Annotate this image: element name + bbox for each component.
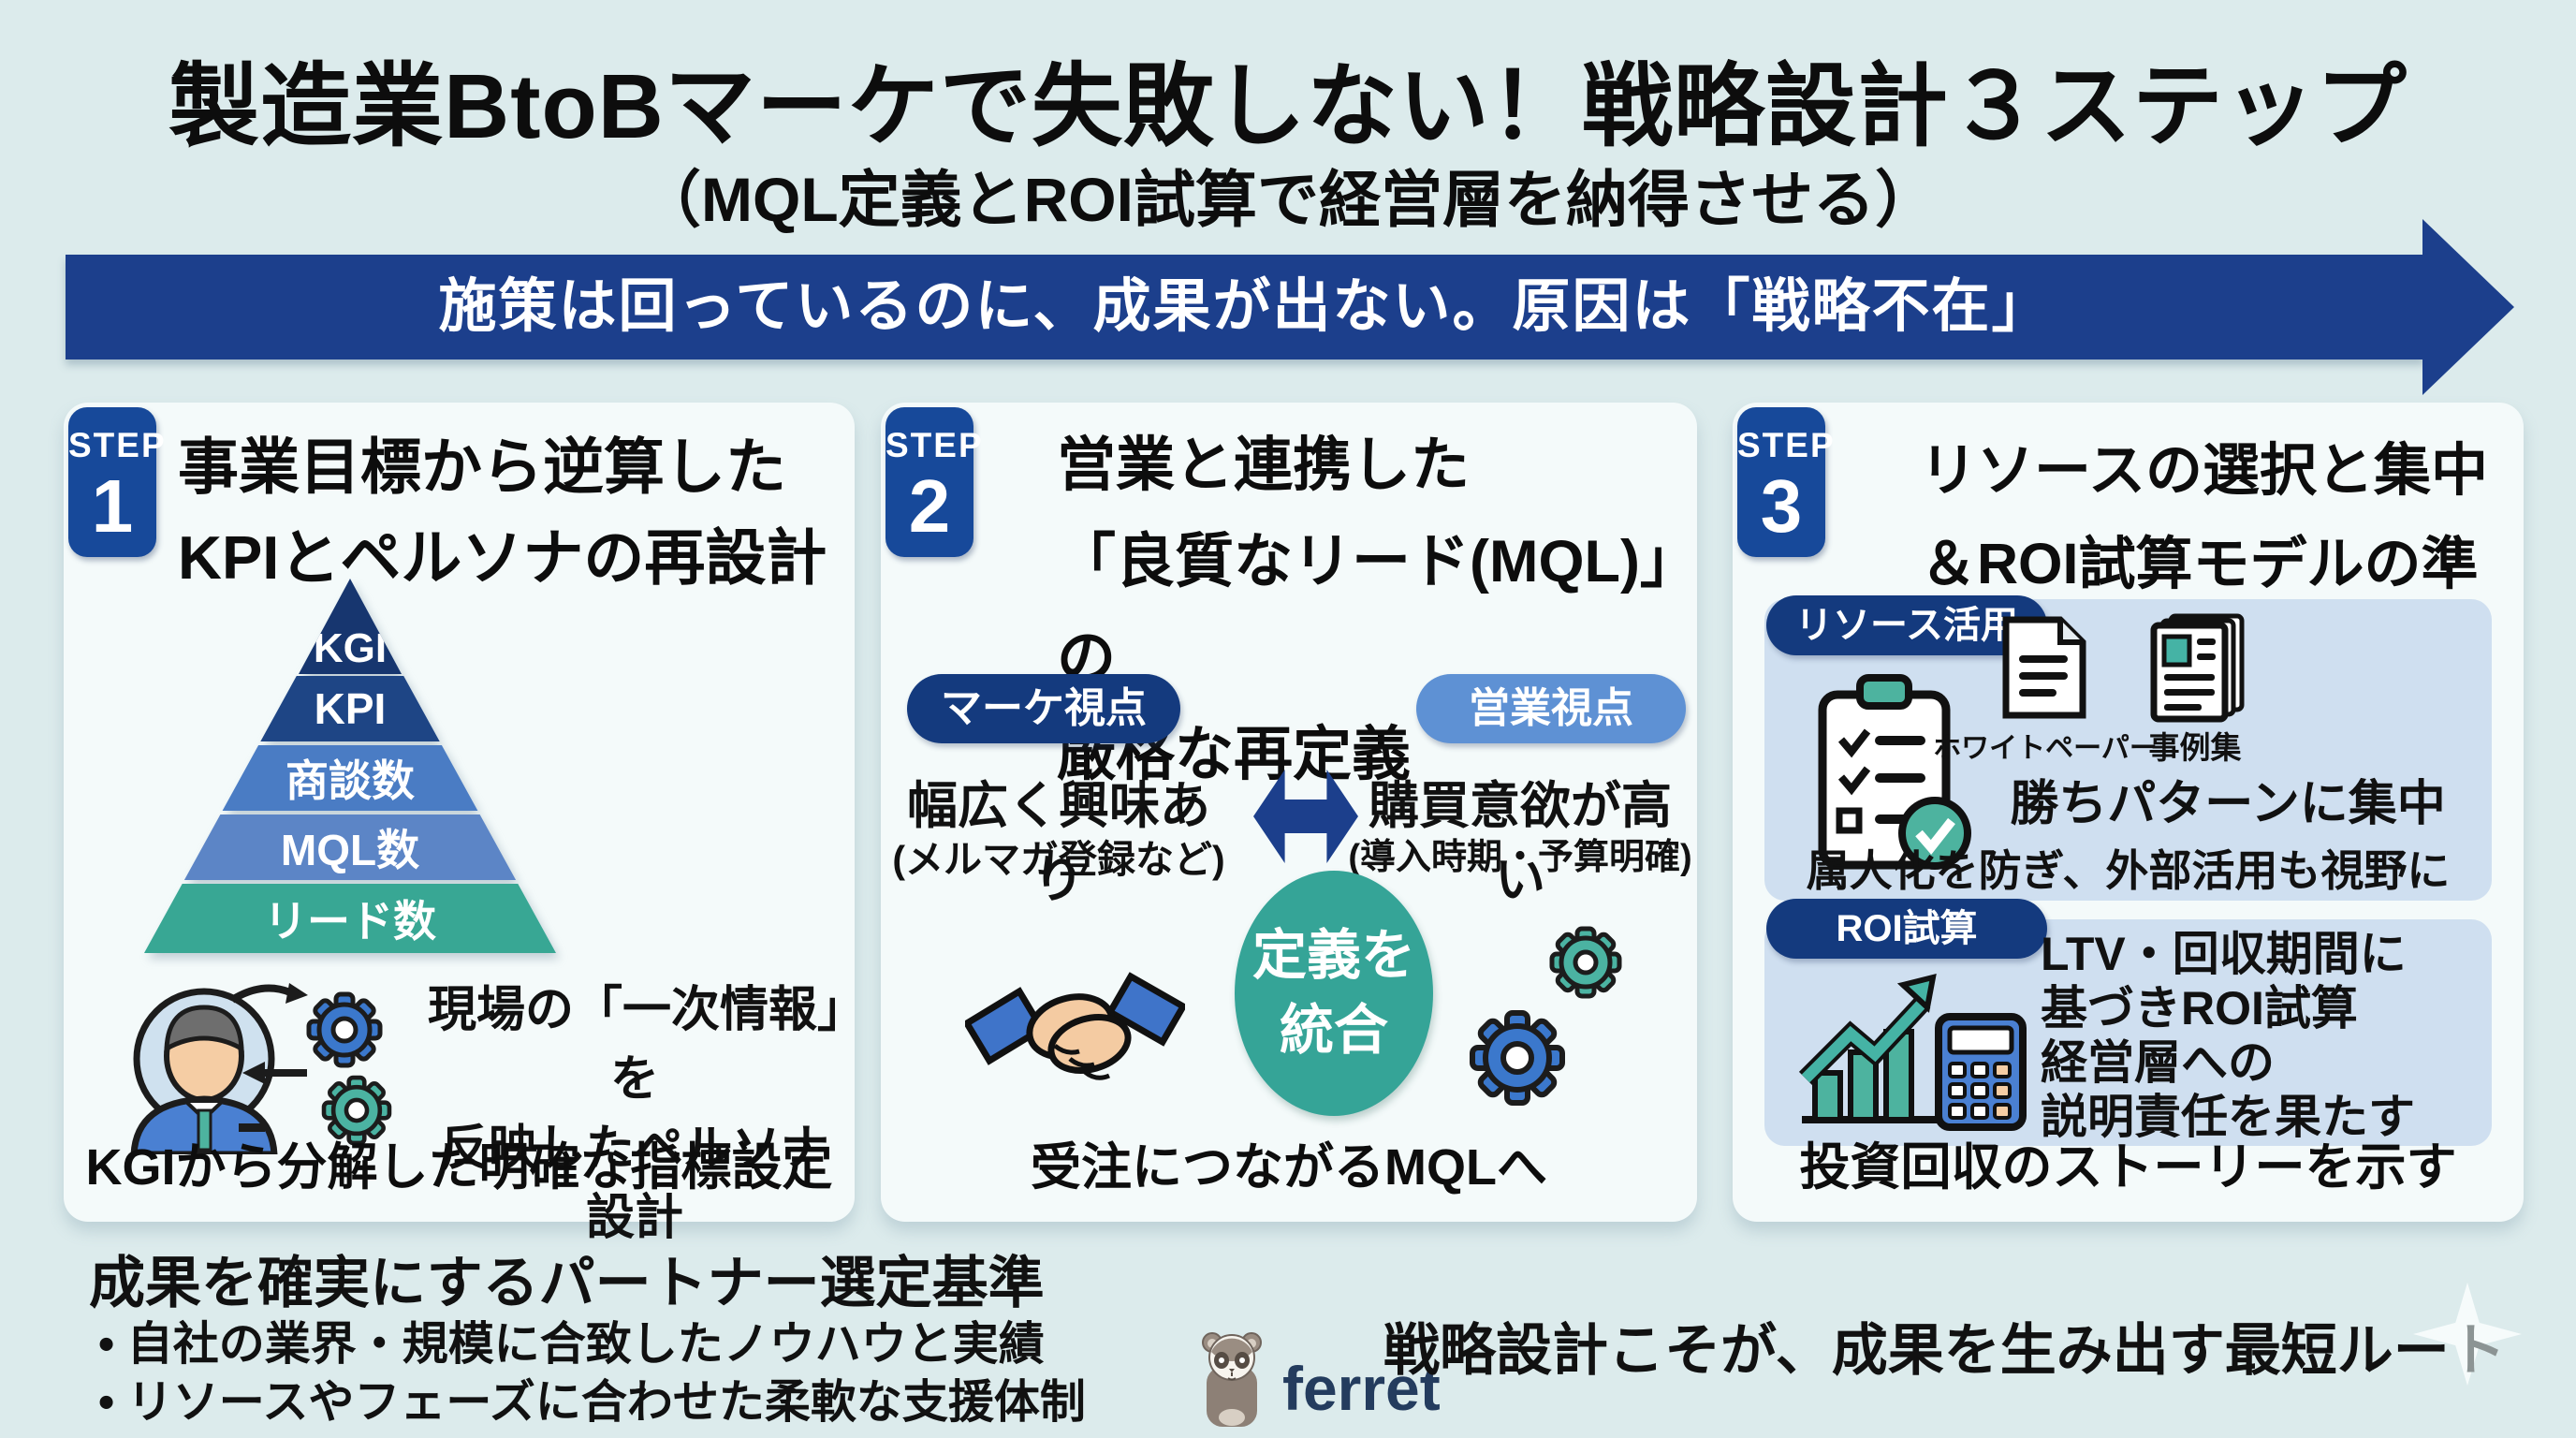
step1-title-line1: 事業目標から逆算した bbox=[178, 433, 787, 501]
step2-title-line2: 「良質なリード(MQL)」の bbox=[1057, 529, 1670, 691]
step3-badge-label: STEP bbox=[1737, 426, 1836, 464]
step3-badge-number: 3 bbox=[1760, 464, 1803, 548]
gears-icon bbox=[1450, 908, 1637, 1128]
step1-badge-label: STEP bbox=[68, 426, 167, 464]
pyramid-level-leads: リード数 bbox=[144, 884, 556, 953]
roi-chart-calculator-icon bbox=[1791, 968, 2029, 1132]
step3-title-line1: リソースの選択と集中 bbox=[1920, 438, 2488, 502]
marketing-view-pill: マーケ視点 bbox=[907, 674, 1180, 743]
step2-caption: 受注につながるMQLへ bbox=[1031, 1139, 1547, 1196]
closing-message: 戦略設計こそが、成果を生み出す最短ルート bbox=[1383, 1305, 2506, 1387]
roi-line1: LTV・回収期間に bbox=[2041, 928, 2407, 980]
roi-box: ROI試算 bbox=[1764, 899, 2492, 1146]
step3-caption: 投資回収のストーリーを示す bbox=[1799, 1139, 2457, 1196]
persona-line2: 反映したペルソナ設計 bbox=[439, 1122, 829, 1245]
roi-line2: 基づきROI試算 bbox=[2041, 982, 2358, 1034]
pyramid-level-kgi: KGI bbox=[299, 579, 402, 674]
banner-arrowhead-icon bbox=[2422, 219, 2514, 395]
whitepaper-label: ホワイトペーパー bbox=[1933, 733, 2158, 764]
marketing-view-sub: (メルマガ登録など) bbox=[892, 838, 1225, 881]
resource-box: リソース活用 bbox=[1764, 595, 2492, 901]
persona-line1: 現場の「一次情報」を bbox=[427, 983, 842, 1107]
step1-title-line2: KPIとペルソナの再設計 bbox=[178, 523, 827, 592]
step2-badge-number: 2 bbox=[908, 464, 951, 548]
sales-view-pill: 営業視点 bbox=[1416, 674, 1686, 743]
closing-main-text: 戦略設計こそが、成果を生み出す最短ルー bbox=[1383, 1319, 2450, 1382]
marketing-view-desc: 幅広く興味あり bbox=[907, 778, 1210, 908]
page-subtitle: （MQL定義とROI試算で経営層を納得させる） bbox=[639, 165, 1937, 234]
handshake-icon bbox=[965, 932, 1185, 1114]
unify-line2: 統合 bbox=[1279, 1000, 1388, 1061]
step1-badge-number: 1 bbox=[91, 464, 134, 548]
sales-view-sub: (導入時期・予算明確) bbox=[1348, 838, 1692, 877]
step2-panel: STEP 2 営業と連携した 「良質なリード(MQL)」の 厳格な再定義 マーケ… bbox=[881, 403, 1697, 1222]
unify-line1: 定義を bbox=[1251, 925, 1415, 986]
roi-line4: 説明責任を果たす bbox=[2041, 1091, 2415, 1143]
persona-gears-icon bbox=[115, 962, 424, 1154]
step1-title: 事業目標から逆算した KPIとペルソナの再設計 bbox=[178, 421, 827, 603]
checklist-clipboard-icon bbox=[1813, 672, 1972, 876]
step3-badge: STEP 3 bbox=[1737, 407, 1836, 557]
resource-pill: リソース活用 bbox=[1766, 595, 2047, 655]
focus-text: 勝ちパターンに集中 bbox=[2010, 777, 2446, 831]
resource-note: 属人化を防ぎ、外部活用も視野に bbox=[1806, 846, 2451, 895]
partner-bullet-1: • 自社の業界・規模に合致したノウハウと実績 bbox=[98, 1319, 1045, 1370]
whitepaper-icon bbox=[1997, 614, 2090, 722]
step2-badge: STEP 2 bbox=[886, 407, 984, 557]
step2-title-line1: 営業と連携した bbox=[1057, 433, 1470, 498]
step2-badge-label: STEP bbox=[886, 426, 984, 464]
roi-description: LTV・回収期間に 基づきROI試算 経営層への 説明責任を果たす bbox=[2041, 927, 2415, 1144]
ferret-logo: ferret bbox=[1191, 1331, 1441, 1427]
problem-banner-text: 施策は回っているのに、成果が出ない。原因は「戦略不在」 bbox=[438, 274, 2052, 339]
step1-panel: STEP 1 事業目標から逆算した KPIとペルソナの再設計 KGI KPI 商… bbox=[64, 403, 855, 1245]
sales-view-desc: 購買意欲が高い bbox=[1368, 778, 1672, 908]
unify-definition-circle: 定義を 統合 bbox=[1235, 871, 1433, 1116]
pyramid-level-deals: 商談数 bbox=[222, 745, 478, 811]
kpi-pyramid: KGI KPI 商談数 MQL数 リード数 bbox=[144, 579, 556, 953]
partner-bullet-2: • リソースやフェーズに合わせた柔軟な支援体制 bbox=[98, 1377, 1086, 1428]
step3-title: リソースの選択と集中 ＆ROI試算モデルの準備 bbox=[1920, 423, 2524, 704]
casestudy-label: 事例集 bbox=[2148, 730, 2242, 765]
closing-tail-text: ト bbox=[2449, 1319, 2506, 1382]
step2-title: 営業と連携した 「良質なリード(MQL)」の 厳格な再定義 bbox=[1057, 418, 1697, 803]
problem-banner bbox=[66, 255, 2424, 360]
casestudy-icon bbox=[2146, 612, 2247, 725]
ferret-mascot-icon bbox=[1191, 1331, 1273, 1427]
roi-pill: ROI試算 bbox=[1766, 899, 2047, 959]
page-title: 製造業BtoBマーケで失敗しない！戦略設計３ステップ bbox=[168, 55, 2408, 157]
partner-criteria-title: 成果を確実にするパートナー選定基準 bbox=[89, 1252, 1045, 1314]
persona-description: 現場の「一次情報」を 反映したペルソナ設計 bbox=[424, 976, 845, 1253]
step1-badge: STEP 1 bbox=[68, 407, 167, 557]
roi-line3: 経営層への bbox=[2041, 1036, 2275, 1089]
step3-panel: STEP 3 リソースの選択と集中 ＆ROI試算モデルの準備 リソース活用 bbox=[1733, 403, 2524, 1222]
pyramid-level-kpi: KPI bbox=[260, 676, 440, 741]
step1-caption: KGIから分解した明確な指標設定 bbox=[85, 1139, 833, 1196]
ferret-brand-text: ferret bbox=[1282, 1354, 1441, 1423]
pyramid-level-mql: MQL数 bbox=[183, 814, 517, 880]
